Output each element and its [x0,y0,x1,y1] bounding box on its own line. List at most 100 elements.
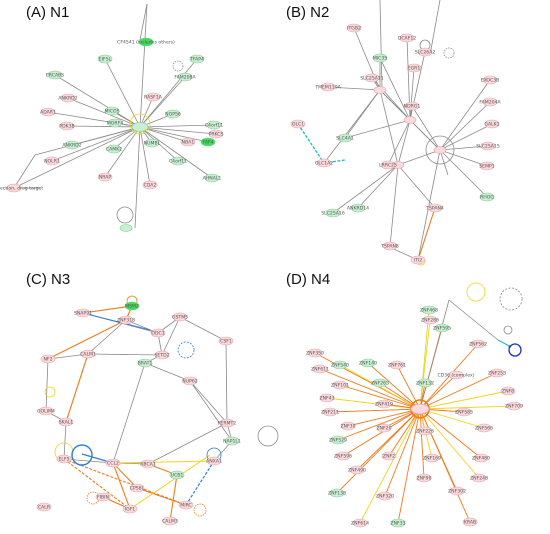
hub-node[interactable] [373,86,387,94]
hub-node[interactable] [410,403,430,415]
network-node[interactable]: FAM208A [174,72,196,82]
network-node[interactable]: ABCA1 [140,459,156,469]
network-node[interactable]: ZNF490 [348,465,366,475]
network-node[interactable]: NRAP [97,172,113,182]
network-node[interactable]: SLC25A11 [360,73,384,83]
network-node[interactable]: ERCABS [46,70,64,80]
network-node[interactable]: SETD2 [154,350,170,360]
network-node[interactable]: ZNF761 [388,360,406,370]
network-node[interactable]: ITGB2 [346,23,362,33]
network-node[interactable]: ZNF480 [472,453,490,463]
hub-node[interactable] [131,122,149,132]
network-node[interactable]: CD36 (complex) [437,370,475,380]
network-node[interactable]: AHNAL1 [203,173,222,183]
network-node[interactable]: ZNF585 [455,407,473,417]
network-node[interactable]: RASF1A [144,92,163,102]
network-node[interactable]: CALM3 [162,516,178,526]
network-node[interactable]: TMEM119A [314,82,342,92]
network-node[interactable]: TSPAN8 [380,241,399,251]
network-node[interactable]: CAMK2 [106,144,122,154]
network-node[interactable]: DCAF12 [398,33,416,43]
network-node[interactable]: RHOG [479,192,494,202]
network-node[interactable]: NDRG1 [404,101,421,111]
hub-node[interactable] [403,116,417,124]
network-node[interactable]: MICOS [104,106,120,116]
network-node[interactable]: ZNF20 [376,423,392,433]
network-node[interactable]: ZNF468 [420,305,438,315]
network-node[interactable]: C4orf11 [169,156,187,166]
network-node[interactable]: SLC25A15 [476,141,500,151]
network-node[interactable]: SLC26A2 [415,47,436,57]
network-node[interactable]: NOLR1 [44,156,60,166]
network-node[interactable]: ZNF30 [340,421,356,431]
network-node[interactable]: EXOC3B [481,75,500,85]
network-node[interactable]: CDA2 [142,180,158,190]
network-node[interactable]: CSF1 [218,336,234,346]
network-node[interactable]: FAM204A [479,97,501,107]
network-node[interactable]: ZNF90 [416,473,432,483]
network-node[interactable]: SNAP91 [74,308,92,318]
network-node[interactable]: NBA1 [180,137,196,147]
network-node[interactable]: ZNF2 [381,451,397,461]
network-node[interactable]: CCL2 [105,458,121,468]
network-node[interactable]: GSTM5 [172,312,188,322]
network-node[interactable]: ZNF595 [433,323,451,333]
network-node[interactable]: ZNF540 [331,360,349,370]
network-node[interactable]: ZNF566 [475,423,493,433]
network-node[interactable]: ZNF138 [328,488,346,498]
network-node[interactable]: TAF4 [200,137,216,147]
network-node[interactable] [119,224,133,232]
network-node[interactable]: ZNF226 [416,426,434,436]
network-node[interactable]: NAP1L1 [223,436,241,446]
network-node[interactable]: ZNF169 [423,453,441,463]
network-node[interactable]: SKAL1 [58,417,74,427]
network-node[interactable]: SLC25A16 [321,208,345,218]
network-node[interactable]: NF2 [40,354,56,364]
network-node[interactable]: ZNF132 [416,378,434,388]
network-node[interactable]: ZNF8 [500,386,516,396]
network-node[interactable]: EGR1 [406,63,422,73]
network-node[interactable]: ADAR1 [40,107,56,117]
network-node[interactable]: MORF4 [107,118,123,128]
network-node[interactable]: NOP56 [165,109,181,119]
network-node[interactable]: ZNF286 [421,315,439,325]
network-node[interactable]: ZNF33 [390,518,406,528]
network-node[interactable]: ZNF320 [376,491,394,501]
network-node[interactable]: LRRC25 [379,160,397,170]
network-node[interactable]: CALR [36,502,52,512]
network-node[interactable]: CPS8L [129,483,145,493]
network-node[interactable]: ELF5 [56,454,72,464]
network-node[interactable]: MIRC [178,500,194,510]
network-node[interactable]: ZNF140 [359,358,377,368]
network-node[interactable]: TFAP4 [189,54,205,64]
network-node[interactable]: ZNF614 [351,518,369,528]
network-node[interactable]: ODC1 [150,328,166,338]
hub-node[interactable] [433,146,447,154]
network-node[interactable]: ZNF253 [488,368,506,378]
network-node[interactable]: CALM1 [80,349,96,359]
network-node[interactable]: ANKRD2 [62,140,82,150]
network-node[interactable]: FERMT2 [218,418,237,428]
network-node[interactable]: TSPAN4 [425,203,444,213]
network-node[interactable]: ZNF350 [306,348,324,358]
network-node[interactable]: MSM2 [124,301,140,311]
network-node[interactable]: CF4541 (includes others) [117,37,175,47]
network-node[interactable]: PDK3B [59,121,75,131]
network-node[interactable]: ITI2 [410,255,426,265]
network-node[interactable]: NUMBL [144,138,161,148]
network-node[interactable]: ZNF318 [117,315,135,325]
network-node[interactable]: BRAT1 [138,358,153,368]
network-node[interactable]: EIF5L [97,54,113,64]
network-node[interactable]: C4orf11 [205,120,223,130]
network-node[interactable]: ZNF419 [375,399,393,409]
network-node[interactable]: KRAB [462,517,478,527]
network-node[interactable]: ANKRD2 [58,93,78,103]
network-node[interactable]: ZNF562 [469,339,487,349]
network-node[interactable]: MIC35 [372,53,388,63]
network-node[interactable]: GALK1 [484,119,500,129]
network-node[interactable]: OLC1A2 [315,158,333,168]
network-node[interactable]: ZNF529 [329,435,347,445]
network-node[interactable]: UCB1 [169,470,185,480]
network-node[interactable]: ZNF263 [371,378,389,388]
network-node[interactable]: SEMP1 [479,161,495,171]
